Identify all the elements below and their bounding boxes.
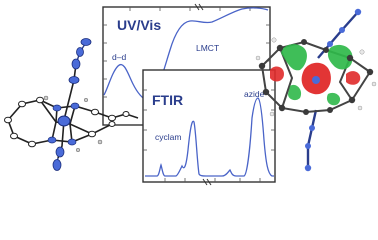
- mo-metal-atom: [312, 76, 320, 84]
- mo-orbital-green-lobe: [327, 44, 353, 70]
- mo-n-atom: [327, 41, 333, 47]
- mo-molecule-icon: [255, 8, 377, 172]
- uvvis-title: UV/Vis: [117, 17, 161, 33]
- ring-n-atom: [52, 104, 62, 112]
- mo-orbital-red-lobe: [270, 66, 284, 82]
- azide-n-atom: [55, 146, 65, 158]
- azide-n-atom: [80, 38, 92, 46]
- mo-orbital-green-lobe: [326, 92, 341, 106]
- mo-orbital-green-lobe: [288, 84, 302, 101]
- azide-n-atom: [68, 76, 80, 84]
- uvvis-band-dd: d–d: [112, 52, 126, 62]
- mo-n-atom: [309, 125, 315, 131]
- ftir-panel-frame: [142, 69, 276, 183]
- uvvis-spectrum-curve: [103, 7, 269, 102]
- azide-n-atom: [71, 58, 81, 70]
- ftir-band-azide: azide: [244, 89, 265, 99]
- ortep-molecule-icon: [4, 38, 139, 171]
- ftir-ticks: [143, 89, 275, 182]
- ortep-hydrogen-atoms: [43, 95, 103, 153]
- mo-azide-down: [306, 109, 318, 168]
- ftir-axis-break: [202, 178, 212, 186]
- mo-carbon-atoms: [258, 39, 374, 115]
- uvvis-axis-break: [194, 3, 204, 11]
- azide-n-atom: [76, 47, 84, 57]
- ftir-panel: FTIR cyclam azide: [142, 69, 276, 186]
- mo-hydrogen-atoms: [255, 37, 377, 117]
- uvvis-band-lmct: LMCT: [196, 43, 219, 53]
- figure-canvas: UV/Vis d–d LMCT FTIR cyclam azide: [4, 3, 377, 186]
- ortep-carbon-atoms: [4, 96, 130, 148]
- ftir-title: FTIR: [152, 92, 183, 108]
- mo-n-atom: [339, 27, 345, 33]
- ring-n-atom: [47, 136, 57, 144]
- ring-n-atom: [67, 138, 77, 146]
- azide-n-atom: [52, 159, 62, 171]
- metal-atom: [57, 115, 71, 127]
- ftir-band-cyclam: cyclam: [155, 132, 181, 142]
- mo-orbital-green-lobe: [281, 44, 307, 71]
- ring-n-atom: [70, 102, 80, 110]
- mo-n-atom: [305, 143, 311, 149]
- ftir-spectrum-curve: [145, 97, 274, 177]
- mo-n-atom: [354, 8, 362, 16]
- mo-orbital-red-lobe: [346, 71, 361, 85]
- mo-n-atom: [304, 164, 312, 172]
